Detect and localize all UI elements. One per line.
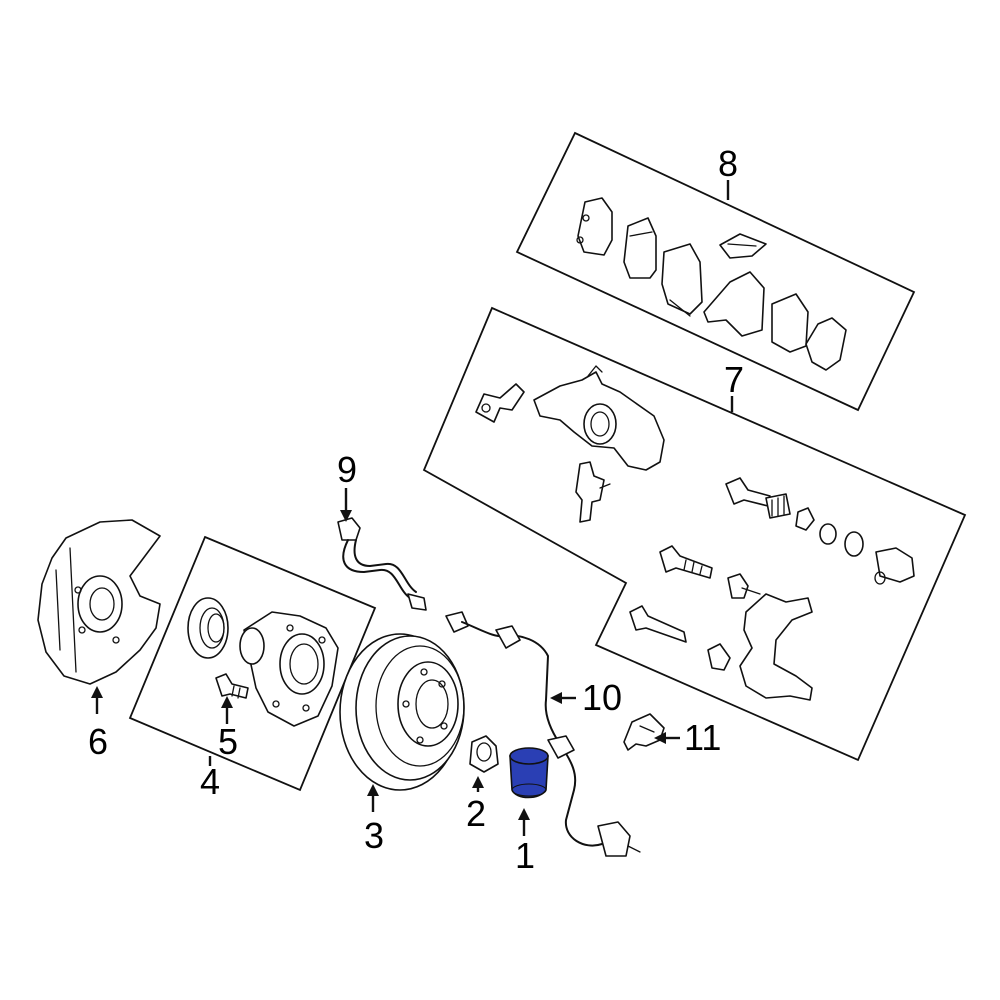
callout-1: 1	[515, 835, 535, 876]
callout-5: 5	[218, 721, 238, 762]
callout-2: 2	[466, 793, 486, 834]
part-7-caliper-assembly[interactable]	[422, 306, 967, 762]
part-3-brake-rotor[interactable]	[339, 633, 465, 791]
callout-3: 3	[364, 815, 384, 856]
part-6-splash-shield[interactable]	[37, 519, 161, 685]
callout-11: 11	[684, 717, 721, 758]
part-11-sensor-bracket[interactable]	[623, 713, 665, 751]
part-1-hub-dust-cap[interactable]	[509, 747, 549, 799]
part-2-hub-nut[interactable]	[469, 735, 499, 773]
part-5-wheel-stud[interactable]	[215, 673, 249, 699]
part-9-abs-sensor-wire[interactable]	[337, 517, 427, 611]
callout-7: 7	[724, 359, 744, 400]
callout-arrows	[91, 180, 734, 836]
part-4-hub-bearing-assembly[interactable]	[128, 535, 377, 792]
part-8-brake-pad-set[interactable]	[515, 131, 916, 412]
callout-8: 8	[718, 143, 738, 184]
callout-9: 9	[337, 449, 357, 490]
callout-10: 10	[582, 677, 622, 718]
part-10-abs-wheel-sensor[interactable]	[445, 611, 641, 857]
callout-4: 4	[200, 761, 220, 802]
callout-6: 6	[88, 721, 108, 762]
